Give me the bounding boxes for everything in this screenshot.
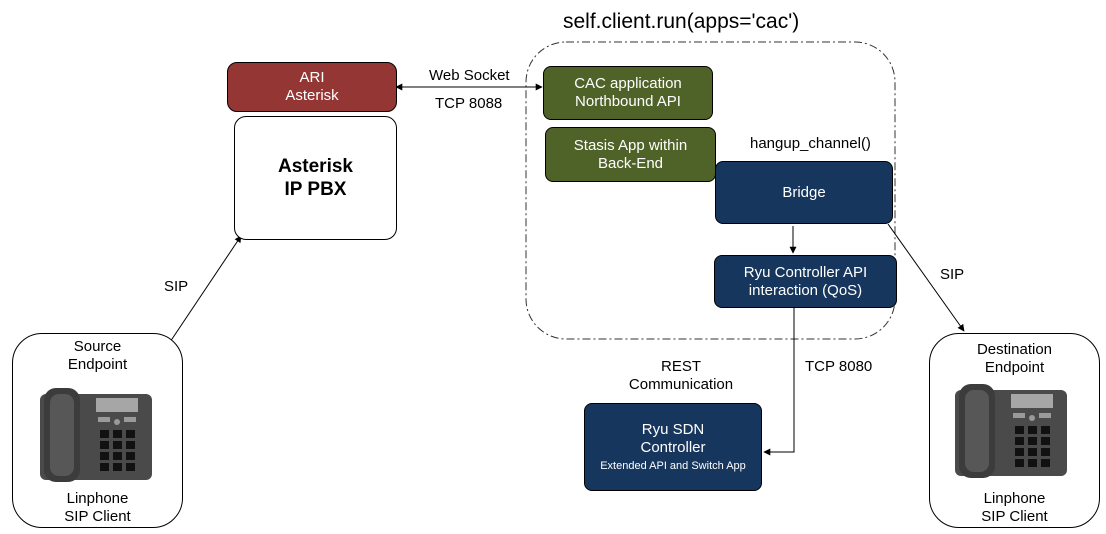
ryu-sdn-controller-box: Ryu SDN Controller Extended API and Swit…	[584, 403, 762, 491]
destination-bottom-2: SIP Client	[981, 508, 1048, 525]
destination-top-2: Endpoint	[984, 359, 1045, 376]
source-top-2: Endpoint	[67, 356, 128, 373]
pbx-label-2: IP PBX	[284, 179, 347, 200]
destination-endpoint-box: Destination Endpoint Linphone SIP Client	[929, 333, 1100, 528]
destination-bottom-text: Linphone SIP Client	[930, 490, 1099, 526]
source-top-text: Source Endpoint	[13, 338, 182, 374]
tcp8088-label: TCP 8088	[435, 95, 503, 112]
ryu-sdn-label-3: Extended API and Switch App	[600, 460, 746, 472]
diagram-title: self.client.run(apps='cac')	[563, 10, 800, 33]
destination-bottom-1: Linphone	[983, 490, 1046, 507]
app-boundary	[525, 41, 896, 340]
stasis-app-box: Stasis App within Back-End	[545, 127, 716, 182]
ari-box: ARI Asterisk	[227, 62, 397, 112]
desk-phone-icon	[955, 384, 1067, 478]
cac-application-box: CAC application Northbound API	[543, 66, 713, 120]
ari-label-2: Asterisk	[285, 87, 339, 104]
ari-label-1: ARI	[299, 69, 325, 86]
source-bottom-2: SIP Client	[64, 508, 131, 525]
rest-label-2: Communication	[628, 376, 734, 393]
source-endpoint-box: Source Endpoint Linphone SIP Client	[12, 333, 183, 528]
source-bottom-1: Linphone	[66, 490, 129, 507]
ryu-api-label-2: interaction (QoS)	[748, 281, 863, 299]
pbx-label-1: Asterisk	[278, 156, 353, 177]
desk-phone-icon	[40, 388, 152, 482]
ryu-api-label-1: Ryu Controller API	[743, 263, 868, 281]
sip-label-left: SIP	[164, 278, 189, 295]
asterisk-pbx-box: Asterisk IP PBX	[234, 116, 397, 240]
destination-top-1: Destination	[976, 341, 1053, 358]
websocket-label: Web Socket	[429, 67, 510, 84]
ryu-controller-api-box: Ryu Controller API interaction (QoS)	[714, 255, 897, 308]
sip-label-right: SIP	[940, 266, 965, 283]
hangup-channel-label: hangup_channel()	[750, 135, 871, 152]
sip-arrow-right	[887, 223, 965, 332]
tcp8080-arrow	[763, 308, 795, 456]
source-bottom-text: Linphone SIP Client	[13, 490, 182, 526]
stasis-label-1: Stasis App within	[573, 136, 688, 154]
ryu-sdn-label-2: Controller	[640, 439, 706, 456]
bridge-box: Bridge	[715, 161, 893, 224]
cac-label-2: Northbound API	[575, 93, 681, 110]
source-top-1: Source	[73, 338, 122, 355]
tcp8080-label: TCP 8080	[805, 358, 873, 375]
cac-label-1: CAC application	[574, 75, 682, 92]
rest-label-1: REST	[660, 358, 701, 375]
stasis-label-2: Back-End	[597, 154, 664, 172]
sip-arrow-left	[167, 235, 242, 346]
bridge-label: Bridge	[782, 183, 826, 201]
rest-communication-label: REST Communication	[620, 358, 742, 394]
destination-top-text: Destination Endpoint	[930, 341, 1099, 377]
ryu-sdn-label-1: Ryu SDN	[641, 421, 705, 438]
